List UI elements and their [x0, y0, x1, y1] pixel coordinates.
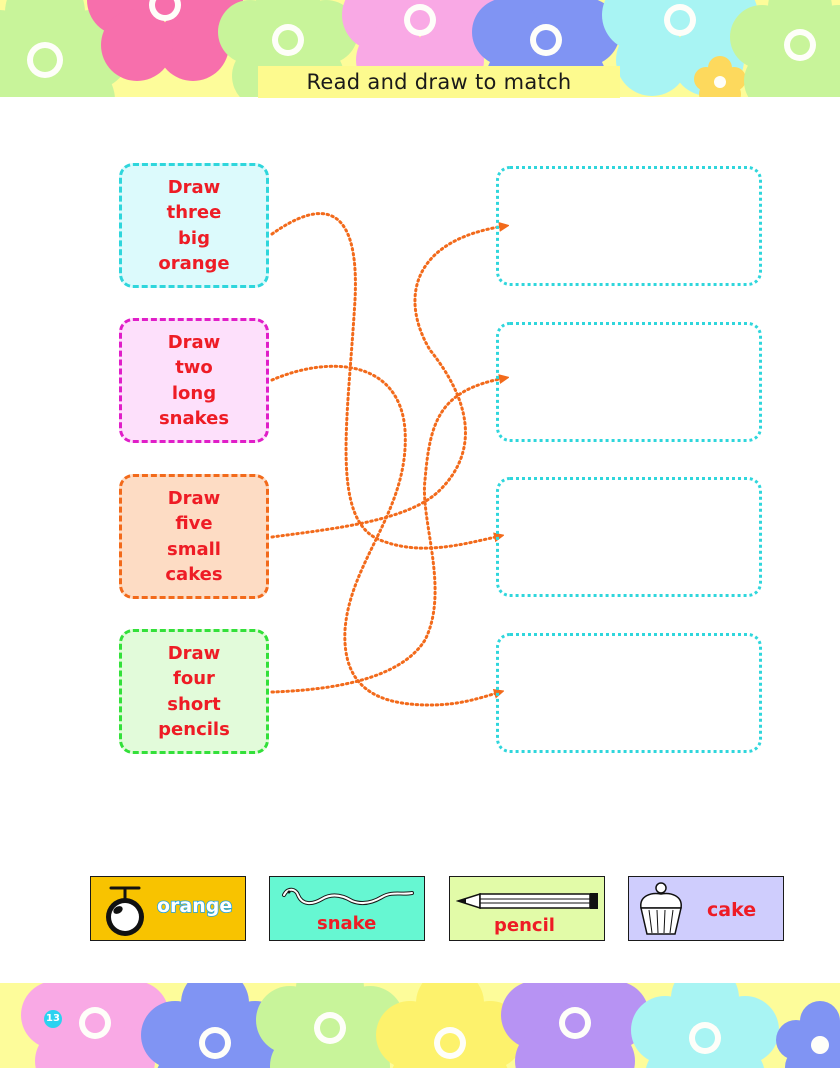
instruction-text: long	[171, 382, 217, 404]
instruction-text: Draw	[167, 487, 221, 509]
snake-icon	[282, 887, 414, 906]
connector-line-orange	[270, 212, 500, 550]
cupcake-icon	[640, 882, 682, 935]
instruction-text: Draw	[167, 176, 221, 198]
instruction-text: four	[173, 668, 215, 689]
drawing-box-3[interactable]	[496, 477, 762, 597]
drawing-box-1[interactable]	[496, 166, 762, 286]
instruction-text: cakes	[165, 564, 223, 585]
drawing-box-4[interactable]	[496, 633, 762, 753]
page-number: 13	[44, 1010, 62, 1028]
connector-line-snakes	[270, 364, 500, 707]
instruction-text: Draw	[167, 642, 221, 664]
legend-label-cake: cake	[707, 899, 757, 921]
instruction-text: small	[167, 538, 221, 560]
legend-label-pencil: pencil	[494, 915, 555, 936]
instruction-box-cakes: Draw five small cakes	[119, 474, 269, 599]
legend-card-snake: snake	[269, 876, 425, 941]
orange-icon	[106, 886, 144, 936]
flower-decoration	[0, 0, 840, 97]
instruction-box-pencils: Draw four short pencils	[119, 629, 269, 754]
drawing-box-2[interactable]	[496, 322, 762, 442]
instruction-text: two	[175, 357, 213, 378]
page-title: Read and draw to match	[258, 66, 620, 98]
instruction-text: Draw	[167, 331, 221, 353]
bottom-flower-band	[0, 983, 840, 1068]
legend-label-orange: orange	[156, 894, 233, 918]
instruction-text: snakes	[158, 408, 230, 429]
instruction-text: five	[175, 513, 213, 534]
instruction-box-orange: Draw three big orange	[119, 163, 269, 288]
legend-label-snake: snake	[317, 913, 377, 934]
instruction-text: orange	[158, 253, 230, 274]
legend-card-pencil: pencil	[449, 876, 605, 941]
instruction-box-snakes: Draw two long snakes	[119, 318, 269, 443]
instruction-text: three	[166, 202, 222, 223]
legend-card-orange: orange	[90, 876, 246, 941]
legend-card-cake: cake	[628, 876, 784, 941]
connector-line-cakes	[270, 226, 505, 539]
flower-decoration	[21, 983, 840, 1068]
pencil-icon	[456, 892, 598, 910]
instruction-text: big	[178, 227, 210, 249]
instruction-text: short	[167, 693, 221, 715]
connector-line-pencils	[270, 378, 505, 694]
instruction-text: pencils	[158, 719, 230, 740]
top-flower-band	[0, 0, 840, 97]
